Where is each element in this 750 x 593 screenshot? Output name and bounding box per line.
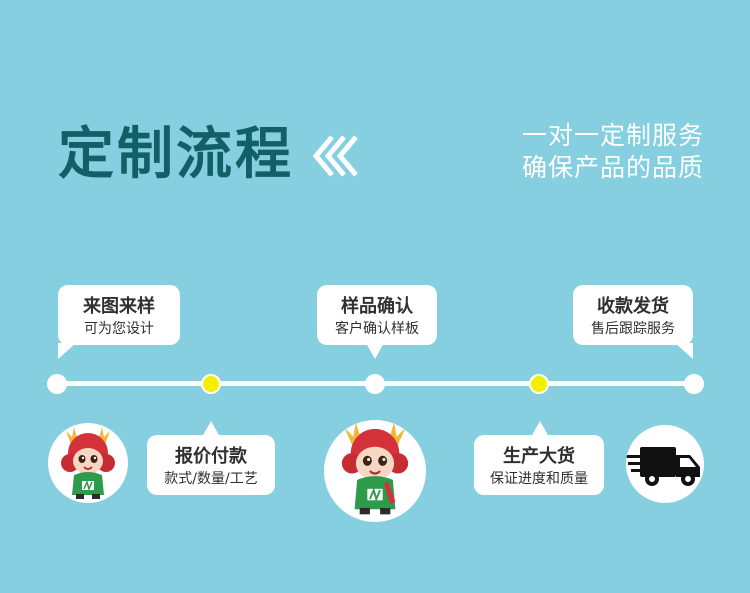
page-title: 定制流程 (58, 122, 294, 187)
tagline-line-2: 确保产品的品质 (521, 153, 704, 182)
double-chevron-left-icon (312, 135, 358, 177)
tagline: 一对一定制服务 确保产品的品质 (522, 120, 704, 184)
step-title: 收款发货 (597, 296, 669, 317)
step-bubble-3: 样品确认 客户确认样板 (317, 285, 437, 345)
step-bubble-2: 报价付款 款式/数量/工艺 (147, 435, 275, 495)
timeline-node-5 (684, 374, 704, 394)
step-subtitle: 售后跟踪服务 (591, 321, 675, 337)
timeline-node-2 (201, 374, 221, 394)
truck-badge (626, 425, 704, 503)
step-bubble-5: 收款发货 售后跟踪服务 (573, 285, 693, 345)
step-subtitle: 客户确认样板 (335, 321, 419, 337)
bubble-tail (202, 421, 220, 437)
step-subtitle: 款式/数量/工艺 (164, 471, 258, 487)
dragon-mascot-large (324, 420, 426, 522)
step-title: 报价付款 (175, 446, 247, 467)
step-subtitle: 保证进度和质量 (490, 471, 588, 487)
tagline-line-1: 一对一定制服务 (521, 121, 704, 150)
dragon-mascot-small (48, 423, 128, 503)
bubble-tail (531, 421, 549, 437)
delivery-truck-icon (626, 447, 700, 486)
timeline-node-4 (529, 374, 549, 394)
step-bubble-4: 生产大货 保证进度和质量 (474, 435, 604, 495)
step-title: 生产大货 (503, 446, 575, 467)
step-title: 样品确认 (341, 296, 413, 317)
step-title: 来图来样 (83, 296, 155, 317)
bubble-tail (675, 343, 693, 359)
timeline-node-1 (47, 374, 67, 394)
step-subtitle: 可为您设计 (84, 321, 154, 337)
step-bubble-1: 来图来样 可为您设计 (58, 285, 180, 345)
timeline-node-3 (365, 374, 385, 394)
dragon-mascot-icon (61, 427, 115, 499)
bubble-tail (366, 343, 384, 359)
dragon-mascot-icon (341, 422, 409, 515)
bubble-tail (58, 343, 76, 359)
